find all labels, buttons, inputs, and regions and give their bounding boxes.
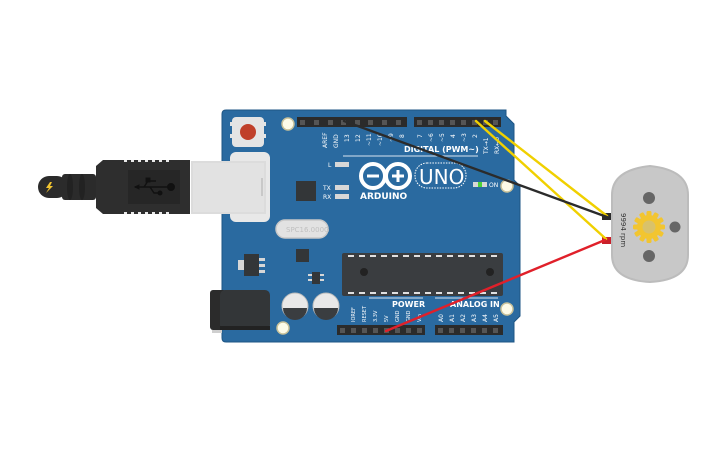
usb-cable-tail <box>38 176 68 198</box>
svg-text:GND: GND <box>406 310 412 322</box>
capacitor <box>312 292 340 320</box>
small-ic <box>308 272 324 284</box>
pin-label: 13 <box>344 134 351 142</box>
svg-text:A4: A4 <box>482 314 489 322</box>
power-header-label: POWER <box>392 300 425 309</box>
on-led: ON <box>473 182 498 189</box>
pin2-wire[interactable] <box>483 119 609 218</box>
svg-text:SPC16.000G: SPC16.000G <box>286 226 329 234</box>
pin-label: ~3 <box>461 133 468 142</box>
pin-label: AREF <box>322 132 329 148</box>
pin-label: RX←0 <box>494 137 501 154</box>
svg-text:GND: GND <box>395 310 401 322</box>
lightning-icon <box>46 182 53 193</box>
mounting-hole <box>281 117 295 131</box>
digital-header-label: DIGITAL (PWM~) <box>404 145 479 154</box>
motor-speed-text: 9994 rpm <box>619 213 627 247</box>
motor-hole <box>643 250 655 262</box>
svg-text:A5: A5 <box>493 314 500 322</box>
dc-motor[interactable]: 9994 rpm <box>602 164 689 284</box>
pin-label: ~11 <box>366 133 373 146</box>
pin3-wire[interactable] <box>474 119 608 241</box>
svg-text:RESET: RESET <box>362 305 368 322</box>
gear-icon <box>633 211 665 243</box>
pin-label: GND <box>333 134 340 148</box>
model-text: UNO <box>419 165 464 189</box>
svg-text:IOREF: IOREF <box>351 307 357 322</box>
pin-label: ~10 <box>377 133 384 146</box>
arduino-logo <box>359 162 412 190</box>
voltage-regulator <box>238 254 265 276</box>
analog-pin-labels: A0 A1 A2 A3 A4 A5 <box>438 314 500 322</box>
motor-hole <box>643 192 655 204</box>
gnd-wire[interactable] <box>342 119 609 219</box>
motor-terminal-red[interactable] <box>602 237 611 244</box>
svg-text:3.3V: 3.3V <box>373 310 379 322</box>
pin-label: 7 <box>417 134 424 138</box>
capacitor <box>281 292 309 320</box>
svg-text:A0: A0 <box>438 314 445 322</box>
brand-text: ARDUINO <box>360 192 408 202</box>
usb-chip <box>296 181 316 201</box>
analog-header-label: ANALOG IN <box>450 300 500 309</box>
mounting-hole <box>276 321 290 335</box>
pin-label: 12 <box>355 134 362 142</box>
svg-text:RX: RX <box>323 194 331 201</box>
svg-text:A2: A2 <box>460 314 467 322</box>
arduino-uno-board[interactable]: AREF GND 13 12 ~11 ~10 ~9 8 7 ~6 ~5 4 ~3… <box>191 109 521 343</box>
mounting-hole <box>500 302 514 316</box>
atmega-microcontroller <box>342 253 503 296</box>
svg-text:5V: 5V <box>384 315 390 322</box>
svg-text:TX: TX <box>322 185 331 192</box>
5v-wire[interactable] <box>384 238 607 333</box>
pin-label: TX→1 <box>483 137 490 155</box>
digital-header-left[interactable] <box>297 117 407 127</box>
pin-label: 4 <box>450 134 457 138</box>
status-leds: L TX RX <box>322 162 349 201</box>
analog-header[interactable] <box>435 325 503 335</box>
svg-text:L: L <box>328 162 332 169</box>
svg-text:A1: A1 <box>449 314 456 322</box>
power-header[interactable] <box>337 325 425 335</box>
reset-button[interactable] <box>230 117 266 147</box>
pin-label: 8 <box>399 134 406 138</box>
pin-label: 2 <box>472 134 479 138</box>
crystal-oscillator: SPC16.000G <box>275 219 329 239</box>
pin-label: ~6 <box>428 133 435 142</box>
motor-hole <box>669 221 681 233</box>
pin-label: ~5 <box>439 133 446 142</box>
svg-text:ON: ON <box>489 182 498 189</box>
svg-text:A3: A3 <box>471 314 478 322</box>
power-jack[interactable] <box>210 290 270 333</box>
usb-icon <box>133 177 175 196</box>
